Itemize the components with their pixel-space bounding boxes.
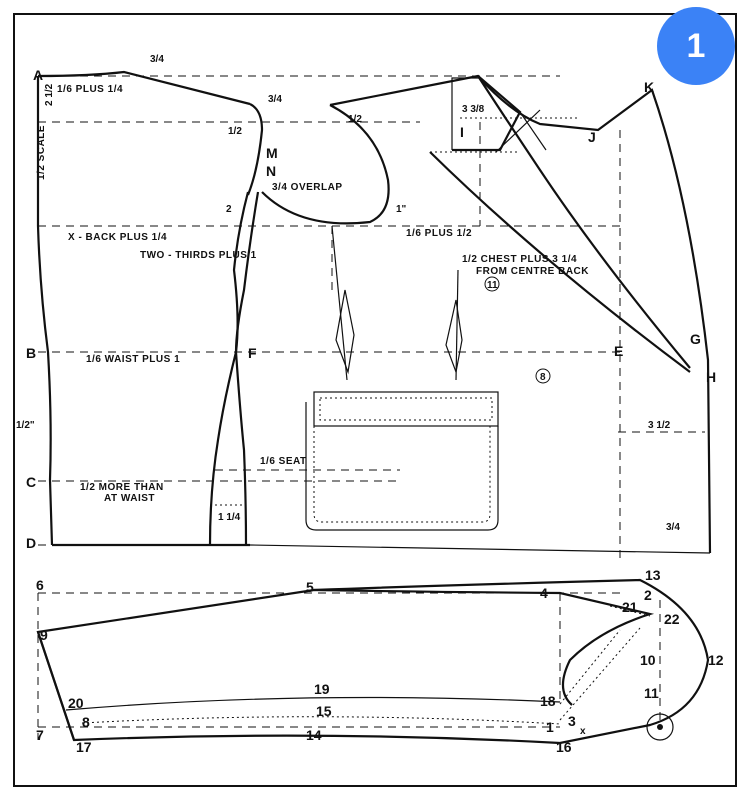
label-two-thirds: TWO - THIRDS PLUS 1: [140, 250, 257, 261]
frame-border: [13, 13, 737, 787]
point-8: 8: [82, 714, 90, 730]
point-n: N: [266, 163, 276, 179]
body-draft: [36, 70, 712, 560]
point-e: E: [614, 343, 623, 359]
label-one-inch: 1": [396, 204, 407, 215]
label-chest-2: FROM CENTRE BACK: [476, 266, 589, 277]
point-20: 20: [68, 695, 84, 711]
label-chest-1: 1/2 CHEST PLUS 3 1/4: [462, 254, 577, 265]
label-half-side: 1/2": [16, 420, 35, 431]
point-19: 19: [314, 681, 330, 697]
point-j: J: [588, 129, 596, 145]
point-15: 15: [316, 703, 332, 719]
point-1: 1: [546, 719, 554, 735]
point-h: H: [706, 369, 716, 385]
point-a: A: [33, 67, 43, 83]
point-f: F: [248, 345, 257, 361]
label-half-a: 1/2: [228, 126, 242, 137]
label-overlap: 3/4 OVERLAP: [272, 182, 343, 193]
point-21: 21: [622, 599, 638, 615]
sleeve-draft: [36, 578, 710, 745]
point-7: 7: [36, 727, 44, 743]
point-g: G: [690, 331, 701, 347]
label-circle-11: 11: [487, 280, 498, 291]
point-m: M: [266, 145, 278, 161]
label-half-b: 1/2: [348, 114, 362, 125]
label-three-half: 3 1/2: [648, 420, 671, 431]
point-i: I: [460, 124, 464, 140]
label-three-three-eighths: 3 3/8: [462, 104, 485, 115]
label-two-half: 2 1/2: [44, 83, 55, 106]
point-13: 13: [645, 567, 661, 583]
point-x: x: [580, 726, 586, 737]
point-2: 2: [644, 587, 652, 603]
label-x-back: X - BACK PLUS 1/4: [68, 232, 167, 243]
point-17: 17: [76, 739, 92, 755]
label-circle-8: 8: [540, 372, 546, 383]
point-d: D: [26, 535, 36, 551]
label-one-quarter: 1 1/4: [218, 512, 241, 523]
label-three-quarter-hem: 3/4: [666, 522, 680, 533]
point-14: 14: [306, 727, 322, 743]
label-three-quarter-neck: 3/4: [268, 94, 282, 105]
point-c: C: [26, 474, 36, 490]
label-half-scale: 1/2 SCALE: [36, 125, 47, 180]
label-sixth-plus-quarter: 1/6 PLUS 1/4: [57, 84, 123, 95]
label-more-2: AT WAIST: [104, 493, 155, 504]
measurement-labels: 1/6 PLUS 1/4 3/4 3/4 1/2 1/2 2 1/2 1/2 S…: [16, 54, 680, 533]
point-16: 16: [556, 739, 572, 755]
label-more-1: 1/2 MORE THAN: [80, 482, 164, 493]
point-9: 9: [40, 627, 48, 643]
label-three-quarter-top: 3/4: [150, 54, 164, 65]
label-sixth-plus-half: 1/6 PLUS 1/2: [406, 228, 472, 239]
point-labels: A B C D E F G H J K M N I 2 3 4 5 6 7 8 …: [26, 67, 724, 755]
point-11: 11: [644, 685, 659, 701]
point-12: 12: [708, 652, 724, 668]
point-22: 22: [664, 611, 680, 627]
point-10: 10: [640, 652, 656, 668]
point-k: K: [644, 79, 654, 95]
point-6: 6: [36, 577, 44, 593]
label-waist: 1/6 WAIST PLUS 1: [86, 354, 180, 365]
point-5: 5: [306, 579, 314, 595]
label-seat: 1/6 SEAT: [260, 456, 307, 467]
point-3: 3: [568, 713, 576, 729]
point-b: B: [26, 345, 36, 361]
point-18: 18: [540, 693, 556, 709]
label-two: 2: [226, 204, 232, 215]
step-number-badge: 1: [657, 7, 735, 85]
point-4: 4: [540, 585, 548, 601]
